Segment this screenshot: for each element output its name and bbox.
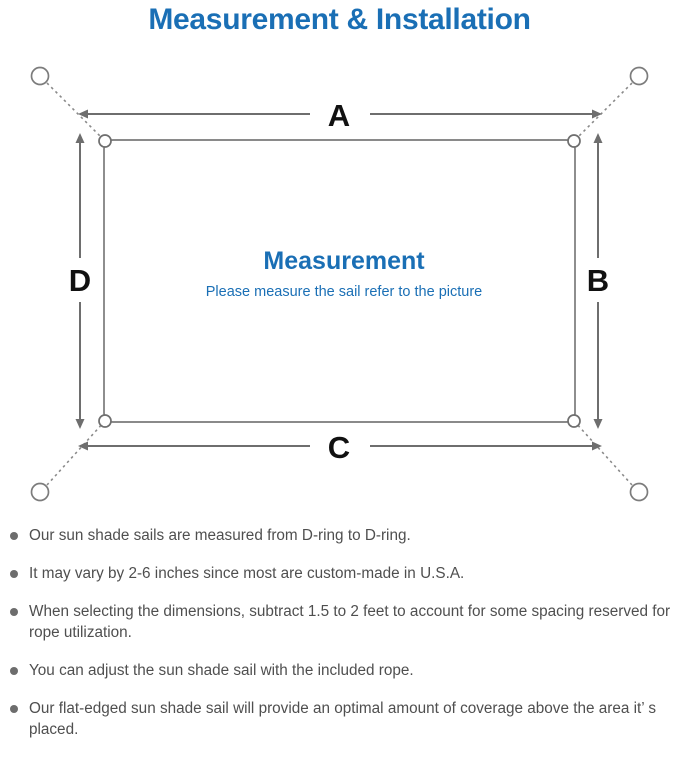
dimension-label-a: A — [328, 98, 350, 133]
rope-bottom-right — [574, 421, 633, 486]
anchor-point-top-right-icon — [629, 66, 649, 86]
sun-shade-sail-measurement-diagram: A C D B Measurement Please measure the s… — [0, 40, 679, 520]
rope-top-left — [46, 82, 105, 141]
bullet-icon — [10, 532, 18, 540]
note-text: When selecting the dimensions, subtract … — [29, 603, 671, 641]
bullet-icon — [10, 570, 18, 578]
d-ring-top-right-icon — [567, 134, 581, 148]
list-item: When selecting the dimensions, subtract … — [0, 601, 679, 643]
rope-bottom-left — [46, 421, 105, 486]
sail-center-subtext: Please measure the sail refer to the pic… — [206, 284, 482, 300]
rope-lines — [46, 82, 633, 486]
dimension-label-c: C — [328, 430, 350, 465]
anchor-point-top-left-icon — [30, 66, 50, 86]
list-item: It may vary by 2-6 inches since most are… — [0, 563, 679, 584]
d-ring-bottom-left-icon — [98, 414, 112, 428]
d-ring-top-left-icon — [98, 134, 112, 148]
d-ring-bottom-right-icon — [567, 414, 581, 428]
bullet-icon — [10, 608, 18, 616]
d-rings — [98, 134, 581, 428]
anchor-point-bottom-left-icon — [30, 482, 50, 502]
sail-center-heading: Measurement — [263, 247, 425, 275]
bullet-icon — [10, 705, 18, 713]
bullet-icon — [10, 667, 18, 675]
list-item: Our sun shade sails are measured from D-… — [0, 525, 679, 546]
page-title: Measurement & Installation — [148, 3, 531, 36]
anchor-point-bottom-right-icon — [629, 482, 649, 502]
list-item: You can adjust the sun shade sail with t… — [0, 660, 679, 681]
dimension-label-b: B — [587, 263, 609, 298]
notes-list: Our sun shade sails are measured from D-… — [0, 525, 679, 757]
anchor-points — [30, 66, 649, 502]
rope-top-right — [574, 82, 633, 141]
note-text: Our flat-edged sun shade sail will provi… — [29, 700, 656, 738]
sail-outline — [103, 139, 576, 423]
list-item: Our flat-edged sun shade sail will provi… — [0, 698, 679, 740]
dimension-label-d: D — [69, 263, 91, 298]
note-text: It may vary by 2-6 inches since most are… — [29, 565, 465, 582]
note-text: Our sun shade sails are measured from D-… — [29, 527, 411, 544]
note-text: You can adjust the sun shade sail with t… — [29, 662, 414, 679]
